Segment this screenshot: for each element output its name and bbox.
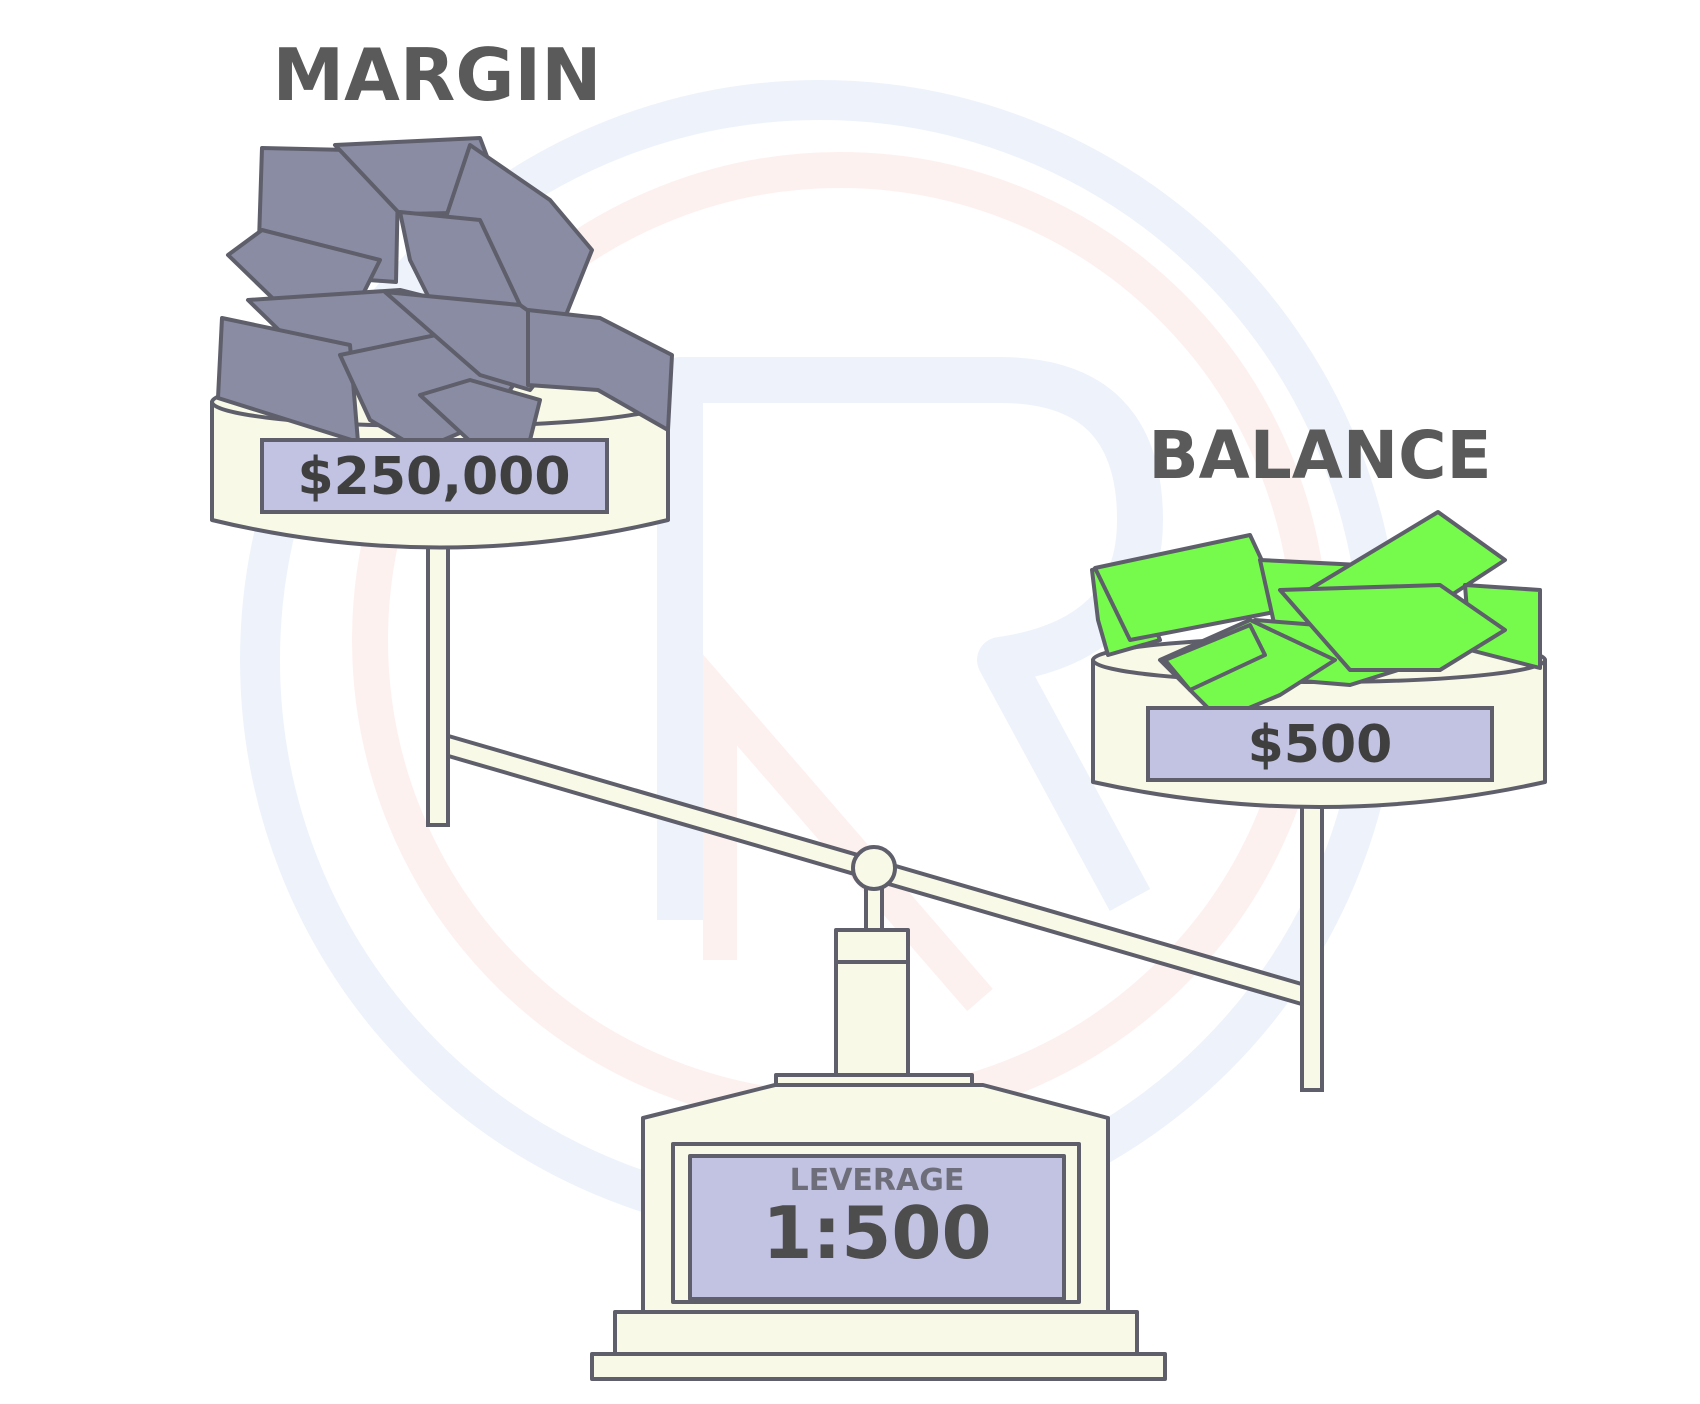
right-amount: $500 xyxy=(1248,715,1393,775)
balance-title: BALANCE xyxy=(1148,417,1491,494)
right-amount-panel xyxy=(1146,706,1494,782)
base-caption: LEVERAGE xyxy=(790,1163,965,1198)
gray-cash-pile-icon xyxy=(216,136,674,457)
balance-scale-icon xyxy=(590,928,1167,1381)
left-amount-panel xyxy=(260,438,609,514)
base-ratio: 1:500 xyxy=(762,1191,991,1275)
green-cash-pile-icon xyxy=(1090,510,1542,722)
left-pan-stem xyxy=(426,543,450,827)
right-pan-stem xyxy=(1300,803,1324,1092)
left-amount: $250,000 xyxy=(297,447,570,507)
pivot xyxy=(851,845,897,937)
margin-title: MARGIN xyxy=(273,33,602,117)
